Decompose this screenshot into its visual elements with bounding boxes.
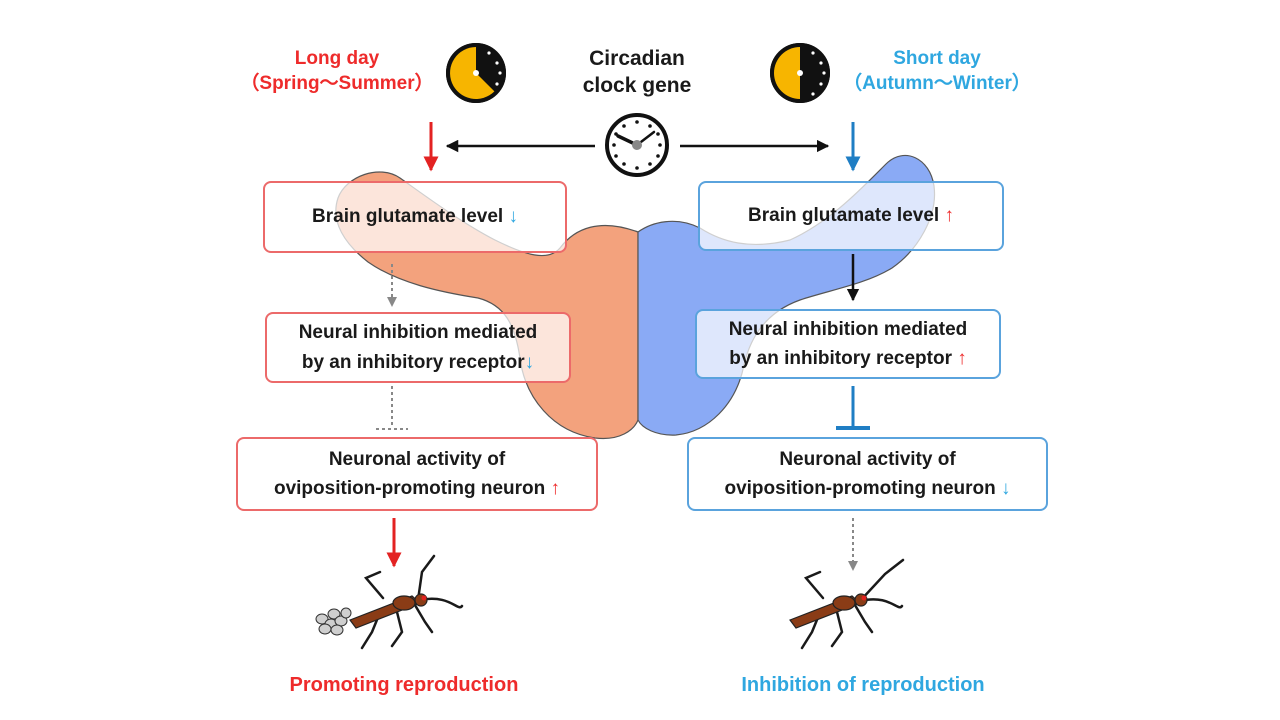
right-activity-arrow: ↓ bbox=[1001, 478, 1011, 499]
long-day-label: Long day （Spring～Summer） bbox=[232, 47, 442, 96]
insect-icon bbox=[789, 558, 905, 650]
left-inhibition-arrow: ↓ bbox=[524, 351, 535, 373]
left-outcome-label: Promoting reproduction bbox=[289, 674, 519, 696]
right-activity-box: Neuronal activity of oviposition-promoti… bbox=[687, 437, 1048, 511]
left-activity-box: Neuronal activity of oviposition-promoti… bbox=[236, 437, 598, 511]
right-glutamate-box: Brain glutamate level ↑ bbox=[698, 181, 1004, 251]
right-inhibition-line2: by an inhibitory receptor bbox=[729, 348, 952, 369]
long-day-clock-icon bbox=[446, 43, 506, 103]
right-glutamate-text: Brain glutamate level bbox=[748, 205, 940, 227]
left-glutamate-arrow: ↓ bbox=[508, 206, 518, 228]
circadian-clock-gene-label: Circadian clock gene bbox=[542, 45, 732, 100]
long-day-season: （Spring～Summer） bbox=[240, 72, 434, 94]
short-day-title: Short day bbox=[893, 48, 981, 69]
right-inhibition-line1: Neural inhibition mediated bbox=[728, 318, 968, 340]
left-inhibition-line2: by an inhibitory receptor bbox=[301, 351, 525, 373]
short-day-label: Short day （Autumn～Winter） bbox=[832, 47, 1042, 96]
insect-with-eggs-icon bbox=[315, 554, 464, 650]
left-glutamate-box: Brain glutamate level ↓ bbox=[263, 181, 567, 253]
right-glutamate-arrow: ↑ bbox=[944, 205, 954, 227]
left-dotted-inhibition-bar bbox=[376, 386, 408, 430]
circadian-clock-icon bbox=[605, 113, 669, 177]
left-glutamate-text: Brain glutamate level bbox=[312, 206, 504, 228]
clock-gene-line1: Circadian bbox=[589, 47, 685, 70]
right-activity-line2: oviposition-promoting neuron bbox=[724, 478, 996, 499]
right-inhibition-box: Neural inhibition mediated by an inhibit… bbox=[695, 309, 1001, 379]
left-activity-line2: oviposition-promoting neuron bbox=[273, 478, 546, 499]
clock-gene-line2: clock gene bbox=[582, 74, 692, 98]
right-outcome-label: Inhibition of reproduction bbox=[741, 674, 985, 696]
left-activity-line1: Neuronal activity of bbox=[328, 448, 506, 470]
eggs-icon bbox=[315, 607, 352, 636]
left-inhibition-box: Neural inhibition mediated by an inhibit… bbox=[265, 312, 571, 383]
left-activity-arrow: ↑ bbox=[550, 478, 561, 499]
right-activity-line1: Neuronal activity of bbox=[779, 448, 956, 470]
long-day-title: Long day bbox=[294, 48, 380, 69]
right-inhibition-bar bbox=[836, 386, 870, 430]
right-inhibition-arrow: ↑ bbox=[957, 348, 967, 369]
short-day-season: （Autumn～Winter） bbox=[843, 72, 1031, 94]
short-day-clock-icon bbox=[770, 43, 830, 103]
left-inhibition-line1: Neural inhibition mediated bbox=[298, 322, 538, 344]
